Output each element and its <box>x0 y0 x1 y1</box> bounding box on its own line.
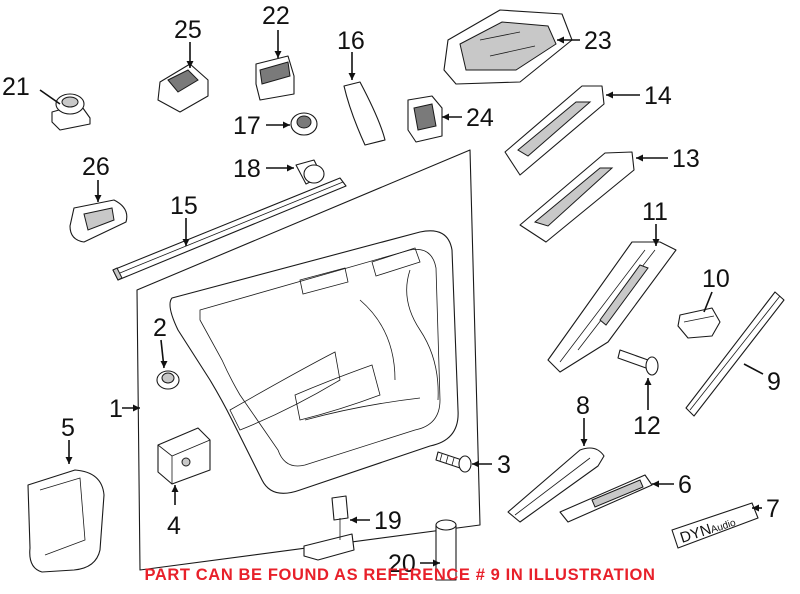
switch-bezel-part-13 <box>519 151 635 243</box>
clip-part-2 <box>156 370 180 390</box>
callout-18: 18 <box>233 155 261 183</box>
callout-11: 11 <box>642 198 668 226</box>
badge-part-text: DYN <box>678 521 713 547</box>
leader-arrowheads <box>65 36 759 567</box>
callout-17: 17 <box>233 112 261 140</box>
bracket-part-4 <box>157 427 211 485</box>
handle-part-26 <box>69 199 128 243</box>
mirror-cover-part-16 <box>343 81 386 146</box>
callout-4: 4 <box>167 512 181 540</box>
connector-part-19 <box>303 495 355 561</box>
callout-15: 15 <box>170 192 198 220</box>
switch-part-25 <box>157 63 209 113</box>
callout-7: 7 <box>766 495 780 523</box>
molding-part-8 <box>507 447 605 523</box>
callout-13: 13 <box>672 145 700 173</box>
callout-14: 14 <box>644 82 672 110</box>
callout-9: 9 <box>767 368 781 396</box>
bolt-part-12 <box>617 349 659 376</box>
callout-24: 24 <box>466 104 494 132</box>
push-clip-part-18 <box>295 159 325 185</box>
switch-part-24 <box>407 95 443 143</box>
callout-26: 26 <box>82 153 110 181</box>
callout-8: 8 <box>576 392 590 420</box>
callout-5: 5 <box>61 414 75 442</box>
callout-6: 6 <box>678 471 692 499</box>
grommet-part-17 <box>290 112 318 136</box>
trim-rail-part-9 <box>685 291 785 417</box>
trim-strip-part-6 <box>559 474 653 523</box>
door-trim-panel <box>136 149 481 571</box>
window-switch-part-23 <box>443 9 573 85</box>
clip-part-10 <box>677 307 721 339</box>
callout-23: 23 <box>584 27 612 55</box>
callout-12: 12 <box>633 412 661 440</box>
callout-16: 16 <box>337 27 365 55</box>
insulator-part-5 <box>27 469 105 573</box>
callout-labels: 1 2 3 4 5 6 7 8 9 10 11 12 13 14 15 16 1… <box>2 2 781 578</box>
callout-25: 25 <box>174 16 202 44</box>
callout-10: 10 <box>702 265 730 293</box>
weatherstrip-part <box>112 177 347 281</box>
reference-note: PART CAN BE FOUND AS REFERENCE # 9 IN IL… <box>144 566 656 584</box>
switch-bezel-part-14 <box>504 85 605 176</box>
callout-2: 2 <box>153 314 167 342</box>
callout-21: 21 <box>2 73 30 101</box>
callout-1: 1 <box>109 395 123 423</box>
trim-piece-part-11 <box>547 241 677 373</box>
callout-3: 3 <box>497 451 511 479</box>
audio-badge: DYN Audio <box>671 502 759 549</box>
callout-19: 19 <box>374 507 402 535</box>
callout-22: 22 <box>262 2 290 30</box>
callout-20: 20 <box>388 550 416 578</box>
switch-knob-part-21 <box>51 93 91 131</box>
switch-part-22 <box>255 55 295 101</box>
screw-part-3 <box>435 451 472 473</box>
